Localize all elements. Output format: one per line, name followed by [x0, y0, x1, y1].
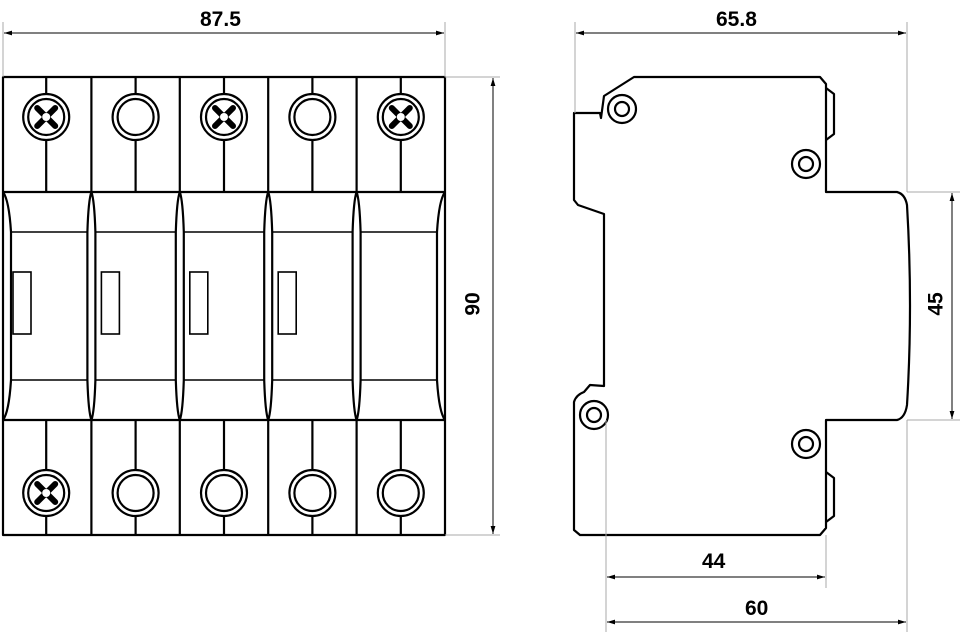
front-view: [1, 75, 447, 537]
terminal-ring-icon: [22, 468, 71, 518]
terminal-ring-icon: [111, 468, 160, 518]
module-window-line: [272, 231, 353, 381]
terminal-ring-icon: [376, 92, 425, 142]
dimension-height-label: 90: [461, 292, 485, 316]
terminal-ring-icon: [199, 92, 249, 142]
terminal-inner-icon: [381, 97, 420, 137]
terminal-inner-icon: [116, 473, 155, 513]
dimension-44-label: 44: [702, 550, 726, 573]
terminal-ring-icon: [288, 92, 337, 142]
screw-center: [220, 113, 228, 121]
terminal-inner-icon: [293, 473, 332, 513]
dimension-depth-label: 65.8: [716, 8, 757, 31]
terminal-ring-icon: [111, 92, 160, 142]
terminal-inner-icon: [293, 97, 332, 137]
handle-tab: [12, 271, 32, 335]
screw-center: [42, 113, 51, 121]
terminal-block-divider: [3, 190, 445, 422]
module-separator: [263, 77, 274, 535]
terminal-inner-icon: [116, 97, 155, 137]
side-view: [572, 75, 912, 537]
screw-icon: [578, 93, 822, 460]
terminal-ring-icon: [288, 468, 337, 518]
handle-tab: [100, 271, 121, 335]
dimension-rail-label: 45: [924, 292, 948, 316]
screw-center: [396, 113, 405, 121]
terminal-inner-icon: [27, 97, 66, 137]
module-separator: [351, 77, 362, 535]
module-window-line: [95, 231, 176, 381]
terminal-inner-icon: [27, 473, 66, 513]
dimension-lines: [2, 22, 960, 632]
module-edge: [435, 191, 446, 421]
terminal-inner-icon: [381, 473, 420, 513]
side-outline: [572, 75, 912, 537]
handle-tab: [277, 271, 298, 335]
terminal-inner-icon: [204, 97, 244, 137]
handle-tab: [189, 271, 209, 335]
module-edge: [2, 191, 13, 421]
dimension-width-label: 87.5: [200, 8, 241, 31]
screw-center: [42, 489, 51, 497]
terminal-ring-icon: [199, 468, 249, 518]
module-window-line: [11, 231, 88, 381]
module-window-line: [360, 231, 437, 381]
module-separator: [86, 77, 97, 535]
terminal-inner-icon: [204, 473, 244, 513]
terminal-ring-icon: [376, 468, 425, 518]
dimension-60-label: 60: [745, 597, 769, 620]
terminal-ring-icon: [22, 92, 71, 142]
module-separator: [174, 77, 185, 535]
module-window-line: [183, 231, 265, 381]
din-clip: [825, 87, 836, 523]
